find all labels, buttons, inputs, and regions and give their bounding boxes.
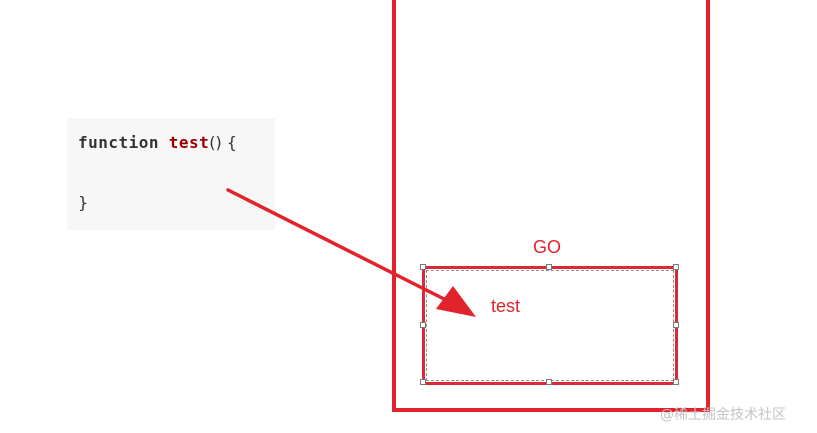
resize-handle-bottom-left[interactable] <box>420 379 426 385</box>
resize-handle-bottom[interactable] <box>546 379 552 385</box>
resize-handle-left[interactable] <box>420 322 426 328</box>
code-line-close: } <box>78 193 88 212</box>
resize-handle-top[interactable] <box>546 264 552 270</box>
go-label: GO <box>533 237 562 257</box>
watermark: @稀土掘金技术社区 <box>660 407 786 423</box>
code-keyword: function <box>78 133 160 152</box>
code-function-name: test <box>168 133 210 152</box>
code-line-signature: function test() { <box>78 133 237 152</box>
code-open-brace: () { <box>209 133 237 152</box>
code-snippet: function test() { } <box>67 118 275 230</box>
test-label: test <box>491 296 521 316</box>
resize-handle-top-left[interactable] <box>420 264 426 270</box>
code-close-brace: } <box>78 193 89 212</box>
resize-handle-bottom-right[interactable] <box>673 379 679 385</box>
resize-handle-top-right[interactable] <box>673 264 679 270</box>
selected-box[interactable] <box>422 266 678 385</box>
resize-handle-right[interactable] <box>673 322 679 328</box>
